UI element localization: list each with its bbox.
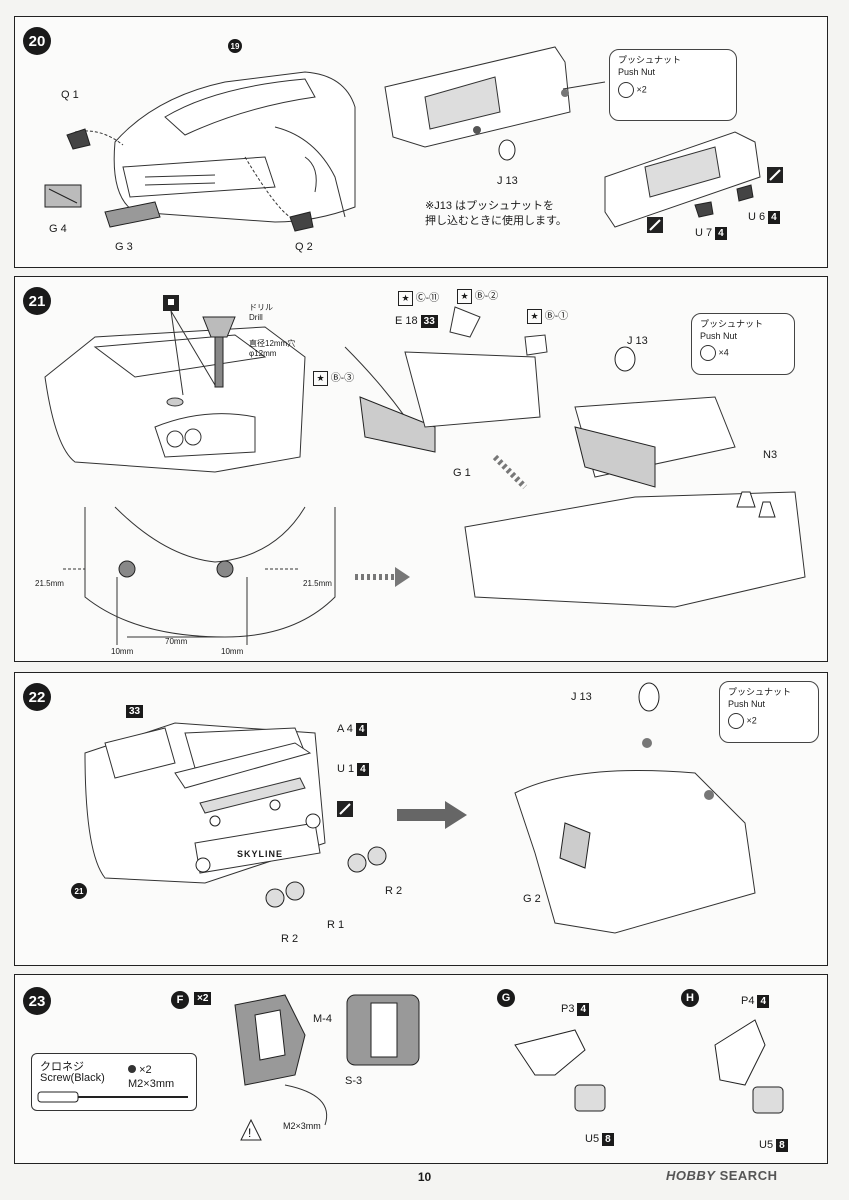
screw-size: M2×3mm xyxy=(128,1078,175,1090)
f-multiplier: ×2 xyxy=(191,992,212,1005)
push-nut-en: Push Nut xyxy=(618,67,656,77)
screw-qty: ×2 xyxy=(128,1064,152,1076)
badge-e18: 33 xyxy=(420,315,438,328)
step-23-panel: 23 クロネジ Screw(Black) ×2 M2×3mm F ×2 ! M-… xyxy=(14,974,828,1164)
bumper-drawing xyxy=(15,17,783,233)
badge-33-label: 33 xyxy=(123,705,144,718)
label-j13: J 13 xyxy=(571,691,592,703)
label-r1: R 1 xyxy=(327,919,345,931)
watermark: HOBBY SEARCH xyxy=(666,1168,777,1183)
star-icon: ★ xyxy=(527,309,542,324)
rear-wing-drawing xyxy=(15,673,829,967)
dim-right-height: 21.5mm xyxy=(303,579,332,588)
label-j13: J 13 xyxy=(627,335,648,347)
push-nut-icon xyxy=(728,713,744,729)
section-g-icon: G xyxy=(497,989,515,1007)
watermark-rest: SEARCH xyxy=(719,1168,778,1183)
screw-jp: クロネジ xyxy=(40,1061,84,1073)
page-number: 10 xyxy=(417,1170,432,1184)
label-q2: Q 2 xyxy=(295,241,313,253)
label-q1: Q 1 xyxy=(61,89,79,101)
label-c11: ★ Ⓒ-⑪ xyxy=(398,289,439,306)
label-g4: G 4 xyxy=(49,223,67,235)
mirror-base-drawing: ! xyxy=(15,975,829,1165)
label-b3: ★ Ⓑ-③ xyxy=(313,369,354,386)
step-number-22: 22 xyxy=(23,683,51,711)
screwdriver-icon xyxy=(38,1090,188,1104)
note-line-1: ※J13 はプッシュナットを xyxy=(425,200,555,212)
label-m4: M-4 xyxy=(313,1013,332,1025)
label-b2: ★ Ⓑ-② xyxy=(457,287,498,304)
rear-car-drawing xyxy=(15,295,829,663)
label-s3: S-3 xyxy=(345,1075,363,1087)
dim-left-height: 21.5mm xyxy=(35,579,64,588)
step-number-20: 20 xyxy=(23,27,51,55)
section-f-icon: F xyxy=(171,991,189,1009)
skyline-emblem: SKYLINE xyxy=(237,849,284,859)
label-g3: G 3 xyxy=(115,241,133,253)
push-nut-icon xyxy=(700,345,716,361)
push-nut-icon xyxy=(618,82,634,98)
star-icon: ★ xyxy=(398,291,413,306)
step-20-panel: 20 19 Q 1 G 4 G 3 Q 2 xyxy=(14,16,828,268)
warning-icon: ! xyxy=(248,1126,251,1140)
label-g1: G 1 xyxy=(453,467,471,479)
dim-center-width: 70mm xyxy=(165,637,188,646)
step-number-21: 21 xyxy=(23,287,51,315)
push-nut-callout-21: プッシュナット Push Nut ×4 xyxy=(691,313,795,375)
label-j13: J 13 xyxy=(497,175,518,187)
dim-left-offset: 10mm xyxy=(111,647,134,656)
label-b1: ★ Ⓑ-① xyxy=(527,307,568,324)
screw-icon xyxy=(128,1065,136,1073)
badge-u6: 4 xyxy=(768,211,780,224)
part-ref-21: 21 xyxy=(71,883,87,899)
push-nut-qty: ×2 xyxy=(636,84,647,95)
star-icon: ★ xyxy=(457,289,472,304)
badge-u7: 4 xyxy=(715,227,727,240)
star-icon: ★ xyxy=(313,371,328,386)
note-j13: ※J13 はプッシュナットを 押し込むときに使用します。 xyxy=(425,199,567,229)
screw-en: Screw(Black) xyxy=(40,1072,105,1084)
label-g2: G 2 xyxy=(523,893,541,905)
part-ref-19: 19 xyxy=(228,39,242,53)
label-r2-left: R 2 xyxy=(281,933,299,945)
label-m2: M2×3mm xyxy=(283,1121,321,1131)
car-front-drawing xyxy=(15,17,829,269)
push-nut-callout-22: プッシュナット Push Nut ×2 xyxy=(719,681,819,743)
watermark-brand: HOBBY xyxy=(666,1168,716,1183)
note-line-2: 押し込むときに使用します。 xyxy=(425,215,567,227)
push-nut-callout-20: プッシュナット Push Nut ×2 xyxy=(609,49,737,121)
screw-info-box: クロネジ Screw(Black) ×2 M2×3mm xyxy=(31,1053,197,1111)
step-21-panel: 21 xyxy=(14,276,828,662)
section-h-icon: H xyxy=(681,989,699,1007)
label-n3: N3 xyxy=(763,449,778,461)
push-nut-jp: プッシュナット xyxy=(618,55,682,65)
label-r2-right: R 2 xyxy=(385,885,403,897)
step-number-23: 23 xyxy=(23,987,51,1015)
dim-right-offset: 10mm xyxy=(221,647,244,656)
